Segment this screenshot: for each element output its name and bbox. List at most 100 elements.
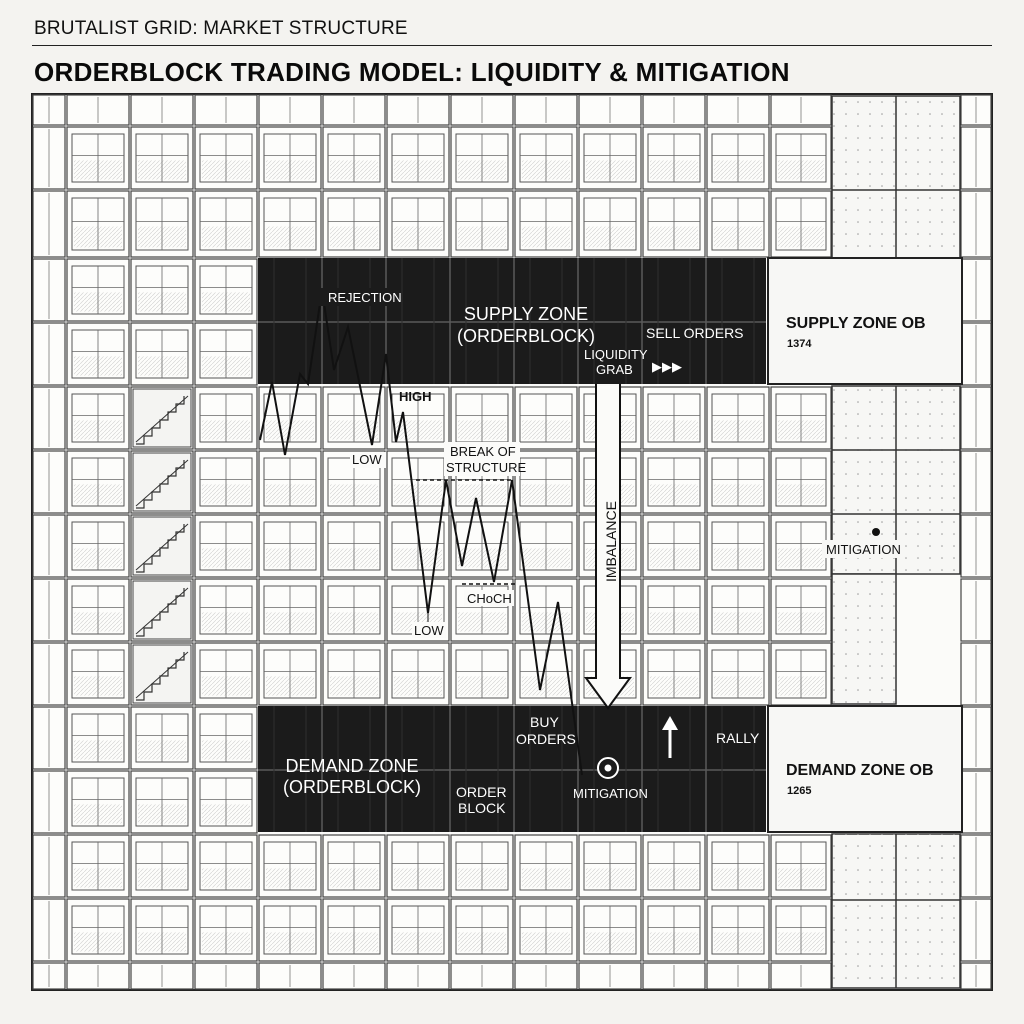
facade-window [66, 706, 130, 770]
label-sell-orders: SELL ORDERS [646, 325, 744, 341]
label-choch: CHoCH [467, 591, 512, 606]
facade-window [706, 898, 770, 962]
facade-window [32, 190, 66, 258]
facade-window [32, 706, 66, 770]
sell-arrows-icon: ▶▶▶ [652, 359, 682, 374]
facade-window [66, 770, 130, 834]
facade-window [194, 898, 258, 962]
facade-window [322, 386, 386, 450]
facade-window [258, 898, 322, 962]
facade-window [32, 94, 66, 126]
facade-window [194, 386, 258, 450]
demand-ob-value: 1265 [787, 785, 811, 797]
stair-well [132, 516, 192, 576]
facade-window [130, 190, 194, 258]
facade-window [32, 898, 66, 962]
label-order: ORDER [456, 784, 507, 800]
facade-window [66, 642, 130, 706]
facade-window [194, 258, 258, 322]
facade-window [770, 94, 832, 126]
imbalance-arrow [584, 384, 632, 710]
facade-window [642, 450, 706, 514]
facade-window [960, 258, 992, 322]
facade-window [642, 386, 706, 450]
facade-window [642, 94, 706, 126]
facade-window [770, 190, 832, 258]
label-rally: RALLY [716, 730, 760, 746]
facade-window [322, 126, 386, 190]
facade-window [578, 834, 642, 898]
facade-window [66, 834, 130, 898]
facade-window [322, 578, 386, 642]
right-panels [831, 95, 961, 989]
label-buy: BUY [530, 714, 559, 730]
facade-window [770, 834, 832, 898]
facade-window [642, 514, 706, 578]
label-grab: GRAB [596, 362, 633, 377]
supply-info-panel [767, 257, 963, 385]
facade-window [258, 962, 322, 990]
facade-window [32, 450, 66, 514]
facade-window [322, 642, 386, 706]
facade-window [258, 126, 322, 190]
diagram-title: ORDERBLOCK TRADING MODEL: LIQUIDITY & MI… [34, 57, 790, 87]
facade-window [258, 94, 322, 126]
price-path [259, 289, 583, 776]
facade-window [960, 450, 992, 514]
facade-window [960, 322, 992, 386]
facade-window [194, 834, 258, 898]
facade-window [514, 190, 578, 258]
facade-window [32, 126, 66, 190]
header-rule [32, 45, 992, 46]
facade-window [450, 962, 514, 990]
facade-window [450, 94, 514, 126]
facade-window [194, 450, 258, 514]
label-block: BLOCK [458, 800, 506, 816]
stair-well [132, 580, 192, 640]
facade-window [450, 578, 514, 642]
facade-window [770, 450, 832, 514]
facade-window [706, 834, 770, 898]
stair-well [132, 388, 192, 448]
facade-window [130, 834, 194, 898]
facade-window [578, 962, 642, 990]
facade-window [706, 962, 770, 990]
facade-window [194, 190, 258, 258]
facade-window [322, 94, 386, 126]
label-high: HIGH [399, 389, 432, 404]
facade-window [66, 962, 130, 990]
facade-window [578, 94, 642, 126]
stair-wells [132, 388, 192, 704]
facade-window [450, 126, 514, 190]
facade-window [194, 770, 258, 834]
facade-window [258, 834, 322, 898]
facade-window [386, 642, 450, 706]
facade-window [130, 126, 194, 190]
facade-window [578, 898, 642, 962]
facade-window [32, 642, 66, 706]
facade-window [32, 834, 66, 898]
facade-window [706, 578, 770, 642]
facade-window [578, 190, 642, 258]
label-rejection: REJECTION [328, 290, 402, 305]
facade-cells [32, 94, 992, 990]
facade-window [706, 450, 770, 514]
label-structure: STRUCTURE [446, 460, 526, 475]
facade-window [960, 578, 992, 642]
label-mitigation-demand: MITIGATION [573, 786, 648, 801]
facade-window [130, 962, 194, 990]
supply-zone-block [258, 258, 766, 384]
facade-window [66, 94, 130, 126]
facade-window [642, 834, 706, 898]
facade-window [960, 962, 992, 990]
facade-window [194, 578, 258, 642]
facade-window [32, 962, 66, 990]
facade-window [514, 578, 578, 642]
facade-window [32, 578, 66, 642]
supertitle: BRUTALIST GRID: MARKET STRUCTURE [34, 18, 408, 39]
facade-window [66, 578, 130, 642]
label-imbalance: IMBALANCE [603, 501, 619, 582]
facade-window [450, 834, 514, 898]
facade-window [960, 642, 992, 706]
